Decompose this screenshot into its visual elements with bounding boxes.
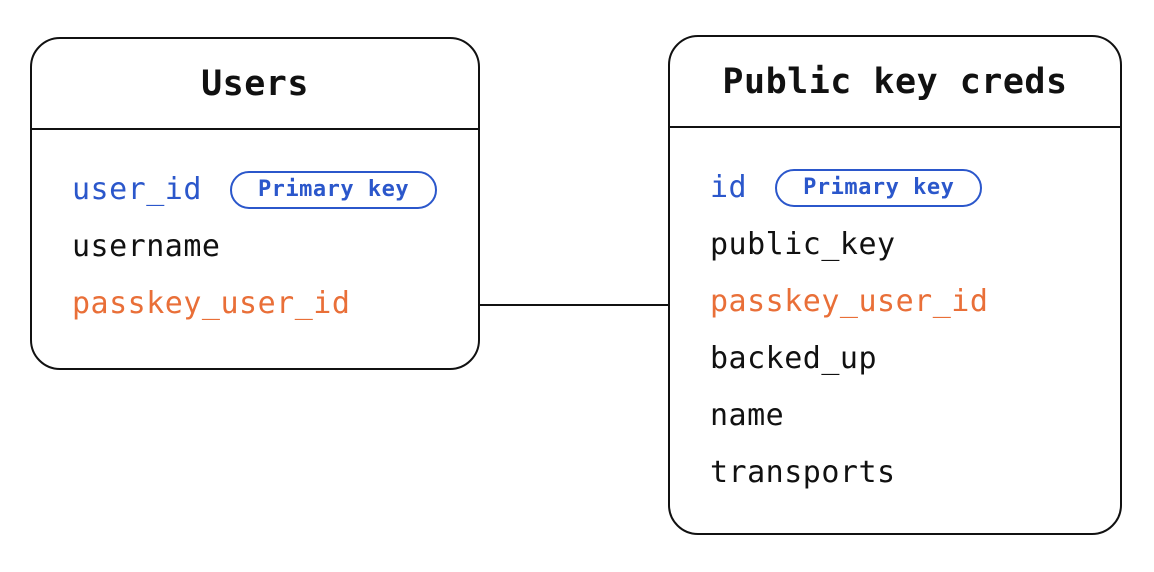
field-name: username — [72, 229, 221, 264]
field-name: public_key — [710, 227, 896, 262]
field-row: transports — [710, 444, 1120, 501]
field-row: id Primary key — [710, 159, 1120, 216]
field-row: username — [72, 218, 478, 275]
field-name: id — [710, 170, 748, 205]
field-name: user_id — [72, 172, 202, 207]
field-name: transports — [710, 455, 896, 490]
table-users-header: Users — [32, 39, 478, 130]
field-row: name — [710, 387, 1120, 444]
table-title: Users — [201, 63, 309, 104]
field-row: public_key — [710, 216, 1120, 273]
field-name: name — [710, 398, 785, 433]
field-name: backed_up — [710, 341, 878, 376]
primary-key-badge: Primary key — [229, 170, 438, 209]
field-row: passkey_user_id — [72, 275, 478, 332]
table-public-key-creds: Public key creds id Primary key public_key… — [668, 35, 1122, 535]
relationship-line — [480, 304, 668, 306]
field-name: passkey_user_id — [72, 286, 351, 321]
primary-key-badge: Primary key — [775, 168, 983, 207]
table-public-key-creds-header: Public key creds — [670, 37, 1120, 128]
field-name: passkey_user_id — [710, 284, 989, 319]
table-title: Public key creds — [722, 61, 1068, 102]
field-row: user_id Primary key — [72, 161, 478, 218]
field-row: backed_up — [710, 330, 1120, 387]
field-row: passkey_user_id — [710, 273, 1120, 330]
